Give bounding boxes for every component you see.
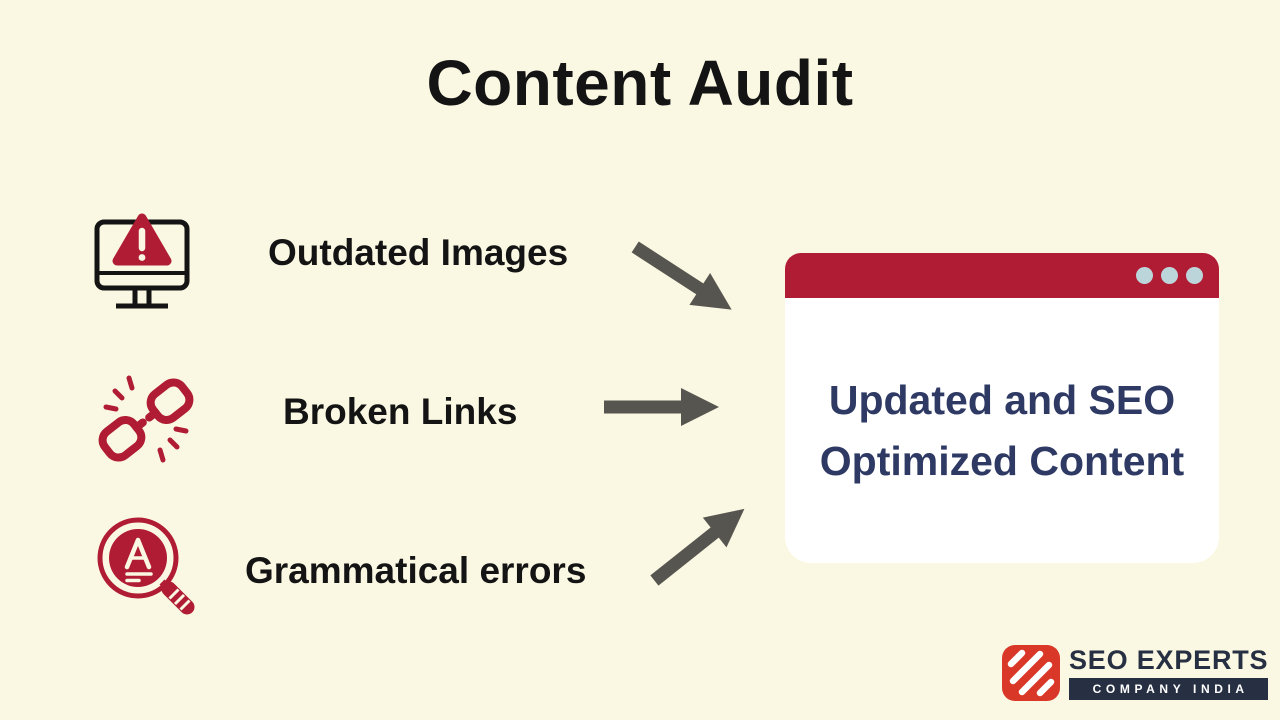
window-control-dot <box>1186 267 1203 284</box>
result-text-line-2: Optimized Content <box>819 437 1185 484</box>
arrow-broken-links <box>601 385 721 429</box>
logo-brand-name: SEO EXPERTS <box>1069 645 1269 675</box>
item-label-outdated-images: Outdated Images <box>268 232 569 273</box>
window-control-dot <box>1136 267 1153 284</box>
item-label-grammatical-errors: Grammatical errors <box>245 550 587 591</box>
logo-tagline: COMPANY INDIA <box>1069 678 1269 700</box>
arrow-grammatical-errors <box>638 490 759 599</box>
spellcheck-magnifier-icon <box>94 514 198 622</box>
result-text-line-1: Updated and SEO <box>828 376 1176 423</box>
logo-mark-icon <box>1002 645 1060 701</box>
window-control-dot <box>1161 267 1178 284</box>
brand-logo: SEO EXPERTS COMPANY INDIA <box>1002 645 1269 701</box>
broken-link-icon <box>96 368 196 472</box>
item-label-broken-links: Broken Links <box>283 391 518 432</box>
browser-window-body: Updated and SEO Optimized Content <box>785 298 1219 563</box>
browser-titlebar <box>785 253 1219 298</box>
page-title: Content Audit <box>426 47 854 119</box>
monitor-warning-icon <box>92 212 192 318</box>
browser-window: Updated and SEO Optimized Content <box>785 253 1219 563</box>
arrow-outdated-images <box>621 227 746 329</box>
logo-text-block: SEO EXPERTS COMPANY INDIA <box>1069 645 1269 700</box>
